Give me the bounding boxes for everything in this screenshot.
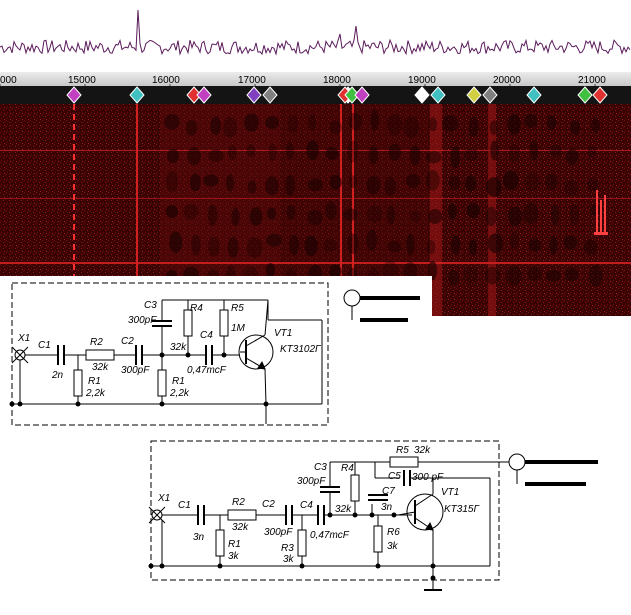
- ruler-label-3: 17000: [238, 75, 266, 86]
- c1-c4-label: C4: [200, 330, 213, 341]
- frequency-ruler[interactable]: 000 15000 16000 17000 18000 19000 20000 …: [0, 72, 631, 86]
- c1-c3-value: 300pF: [128, 315, 157, 326]
- c1-vt-label: VT1: [274, 328, 292, 339]
- ruler-label-2: 16000: [152, 75, 180, 86]
- c1-r1b-label: R1: [172, 376, 185, 387]
- marker-diamond[interactable]: [430, 86, 446, 104]
- c2-r5-value: 32k: [414, 445, 431, 456]
- c1-c1-label: C1: [38, 340, 51, 351]
- c2-r3-value: 3k: [283, 554, 295, 565]
- c2-r2-value: 32k: [232, 522, 249, 533]
- circuit-1: [11, 282, 420, 426]
- ruler-label-5: 19000: [408, 75, 436, 86]
- circuit-2-border: [150, 440, 500, 581]
- circuit-1-labels: X1 C1 2n R2 32k R1 2,2k C2 300pF C3 300p…: [17, 300, 322, 399]
- marker-diamond[interactable]: [414, 86, 430, 104]
- marker-diamond[interactable]: [344, 86, 360, 104]
- marker-diamond[interactable]: [66, 86, 82, 104]
- circuit-1-junctions: [9, 352, 269, 407]
- c1-c2-value: 300pF: [121, 365, 150, 376]
- c2-c5-value: 300 pF: [412, 472, 444, 483]
- c1-r4-value: 32k: [170, 342, 187, 353]
- c1-r5-value: 1M: [231, 323, 246, 334]
- marker-diamond[interactable]: [129, 86, 145, 104]
- marker-diamond[interactable]: [526, 86, 542, 104]
- c2-r2-label: R2: [232, 497, 245, 508]
- c2-r4-label: R4: [341, 463, 354, 474]
- c2-c4-value: 0,47mcF: [310, 530, 350, 541]
- spectrum-trace: [0, 9, 631, 56]
- marker-diamond[interactable]: [466, 86, 482, 104]
- c2-vt-label: VT1: [441, 487, 459, 498]
- c2-vt-value: KT315Г: [444, 504, 480, 515]
- marker-diamond[interactable]: [482, 86, 498, 104]
- ruler-label-1: 15000: [68, 75, 96, 86]
- c2-c2-value: 300pF: [264, 527, 293, 538]
- c2-c1-label: C1: [178, 500, 191, 511]
- c2-r1-value: 3k: [228, 551, 240, 562]
- c2-c7-value: 3n: [381, 502, 393, 513]
- spectrum-trace-area[interactable]: [0, 0, 631, 72]
- c1-c2-label: C2: [121, 336, 134, 347]
- ruler-label-6: 20000: [493, 75, 521, 86]
- c1-r2-label: R2: [90, 337, 103, 348]
- marker-diamond[interactable]: [196, 86, 212, 104]
- circuit-2-junctions: [148, 512, 436, 581]
- marker-diamond[interactable]: [186, 86, 202, 104]
- c1-r2-value: 32k: [92, 362, 109, 373]
- c2-c2-label: C2: [262, 499, 275, 510]
- marker-strip: [66, 86, 608, 104]
- c2-x1-label: X1: [157, 493, 170, 504]
- c1-x1-label: X1: [17, 333, 30, 344]
- marker-diamond[interactable]: [577, 86, 593, 104]
- ruler-label-4: 18000: [323, 75, 351, 86]
- c2-c3-value: 300pF: [297, 476, 326, 487]
- marker-diamond[interactable]: [246, 86, 262, 104]
- c1-r1-value: 2,2k: [85, 388, 106, 399]
- c1-r1b-value: 2,2k: [169, 388, 190, 399]
- ruler-label-0: 000: [0, 75, 17, 86]
- c2-r4-value: 32k: [335, 504, 352, 515]
- c2-c5-label: C5: [388, 471, 401, 482]
- circuit-1-transistor: [238, 334, 274, 370]
- c2-c1-value: 3n: [193, 532, 205, 543]
- c1-r1-label: R1: [88, 376, 101, 387]
- c2-c3-label: C3: [314, 462, 327, 473]
- c2-r6-label: R6: [387, 527, 400, 538]
- marker-diamond[interactable]: [592, 86, 608, 104]
- c1-c3-label: C3: [144, 300, 157, 311]
- c1-r5-label: R5: [231, 303, 244, 314]
- c2-r1-label: R1: [228, 539, 241, 550]
- c1-c4-value: 0,47mcF: [187, 365, 227, 376]
- circuit-2-labels: X1 C1 3n R2 32k R1 3k C2 300pF C3 300pF …: [157, 445, 480, 565]
- c2-c4-label: C4: [300, 500, 313, 511]
- c1-vt-value: KT3102Г: [280, 344, 322, 355]
- marker-diamond[interactable]: [262, 86, 278, 104]
- c2-r6-value: 3k: [387, 541, 399, 552]
- marker-diamond[interactable]: [354, 86, 370, 104]
- c1-c1-value: 2n: [51, 370, 64, 381]
- c2-r3-label: R3: [281, 543, 294, 554]
- c1-r4-label: R4: [190, 303, 203, 314]
- circuit-2-transistor: [406, 493, 444, 531]
- ruler-label-7: 21000: [578, 75, 606, 86]
- circuit-1-border: [11, 282, 329, 426]
- c2-r5-label: R5: [396, 445, 409, 456]
- circuit-2: [148, 440, 598, 591]
- c2-c7-label: C7: [382, 486, 395, 497]
- signal-burst: [594, 190, 608, 235]
